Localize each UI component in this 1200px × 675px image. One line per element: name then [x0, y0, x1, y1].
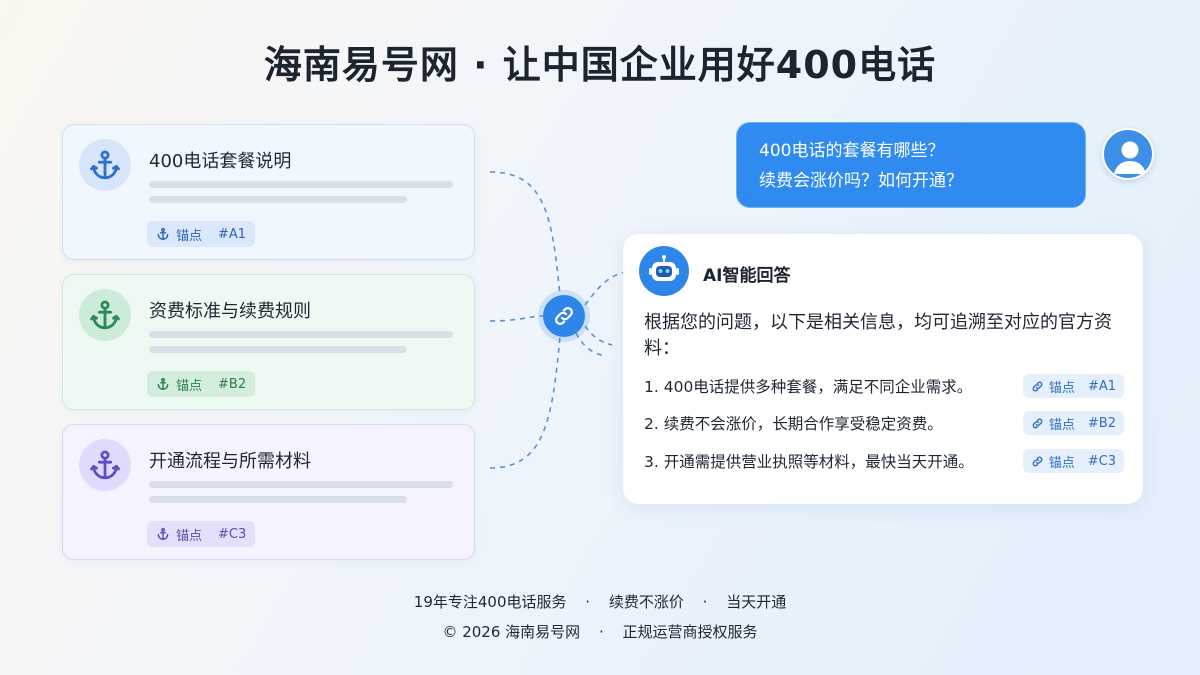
source-card-title: 400电话套餐说明 [149, 151, 292, 172]
page-title: 海南易号网 · 让中国企业用好400电话 [263, 43, 937, 87]
answer-item: 1. 400电话提供多种套餐，满足不同企业需求。 锚点 #A1 [644, 373, 1124, 399]
source-card-title: 资费标准与续费规则 [149, 301, 311, 322]
anchor-small-icon [157, 227, 169, 240]
reference-tag[interactable]: 锚点 #A1 [1022, 374, 1124, 398]
link-icon [1032, 418, 1043, 428]
footer-features: 19年专注400电话服务 · 续费不涨价 · 当天开通 [0, 591, 1200, 612]
license-text: 正规运营商授权服务 [622, 623, 758, 641]
source-card-title: 开通流程与所需材料 [149, 451, 311, 472]
ai-answer-intro: 根据您的问题，以下是相关信息，均可追溯至对应的官方资料： [644, 312, 1112, 359]
text-placeholder [149, 181, 453, 188]
answer-item-text: 2. 续费不会涨价，长期合作享受稳定资费。 [644, 415, 943, 433]
text-placeholder [149, 196, 407, 203]
source-card-package[interactable]: 400电话套餐说明 锚点 #A1 [62, 124, 475, 260]
reference-tag[interactable]: 锚点 #C3 [1022, 449, 1124, 473]
anchor-icon [79, 139, 131, 191]
source-card-process[interactable]: 开通流程与所需材料 锚点 #C3 [62, 424, 475, 560]
user-avatar-icon[interactable] [1102, 128, 1154, 180]
ai-answer-card: AI智能回答 根据您的问题，以下是相关信息，均可追溯至对应的官方资料： 1. 4… [623, 234, 1143, 504]
anchor-tag-id: #C3 [218, 526, 247, 542]
reference-tag[interactable]: 锚点 #B2 [1022, 411, 1124, 435]
link-icon [555, 307, 573, 325]
anchor-tag-label: 锚点 [176, 378, 203, 394]
anchor-tag[interactable]: 锚点 #B2 [147, 371, 256, 397]
answer-item-text: 1. 400电话提供多种套餐，满足不同企业需求。 [644, 378, 973, 396]
text-placeholder [149, 331, 453, 338]
anchor-small-icon [157, 377, 169, 390]
text-placeholder [149, 346, 407, 353]
reference-tag-id: #C3 [1087, 453, 1116, 469]
robot-icon [639, 246, 689, 296]
anchor-tag-id: #A1 [218, 226, 247, 242]
anchor-tag[interactable]: 锚点 #C3 [147, 521, 256, 547]
anchor-tag[interactable]: 锚点 #A1 [147, 221, 256, 247]
footer-separator: · [702, 593, 708, 611]
footer-copyright: © 2026 海南易号网 · 正规运营商授权服务 [0, 621, 1200, 642]
text-placeholder [149, 481, 453, 488]
anchor-tag-label: 锚点 [176, 528, 203, 544]
anchor-tag-label: 锚点 [176, 228, 203, 244]
text-placeholder [149, 496, 407, 503]
anchor-icon [79, 289, 131, 341]
reference-tag-label: 锚点 [1048, 417, 1075, 433]
source-card-pricing[interactable]: 资费标准与续费规则 锚点 #B2 [62, 274, 475, 410]
ai-answer-title: AI智能回答 [703, 266, 791, 286]
footer-feature: 续费不涨价 [608, 593, 684, 611]
anchor-tag-id: #B2 [218, 376, 247, 392]
answer-item: 2. 续费不会涨价，长期合作享受稳定资费。 锚点 #B2 [644, 410, 1124, 436]
link-hub [543, 295, 585, 337]
link-icon [1032, 381, 1043, 391]
footer-feature: 19年专注400电话服务 [413, 593, 567, 611]
footer-feature: 当天开通 [726, 593, 787, 611]
user-message-line: 续费会涨价吗？如何开通？ [759, 171, 963, 191]
reference-tag-label: 锚点 [1048, 380, 1075, 396]
anchor-small-icon [157, 527, 169, 540]
answer-item: 3. 开通需提供营业执照等材料，最快当天开通。 锚点 #C3 [644, 448, 1124, 474]
reference-tag-id: #A1 [1087, 378, 1116, 394]
user-message-bubble: 400电话的套餐有哪些？ 续费会涨价吗？如何开通？ [736, 122, 1086, 208]
reference-tag-id: #B2 [1087, 415, 1116, 431]
footer-separator: · [585, 593, 591, 611]
anchor-icon [79, 439, 131, 491]
copyright-text: © 2026 海南易号网 [442, 623, 581, 641]
user-message-line: 400电话的套餐有哪些？ [759, 141, 945, 161]
link-icon [1032, 456, 1043, 466]
answer-item-text: 3. 开通需提供营业执照等材料，最快当天开通。 [644, 453, 974, 471]
reference-tag-label: 锚点 [1048, 455, 1075, 471]
footer-separator: · [598, 623, 604, 641]
